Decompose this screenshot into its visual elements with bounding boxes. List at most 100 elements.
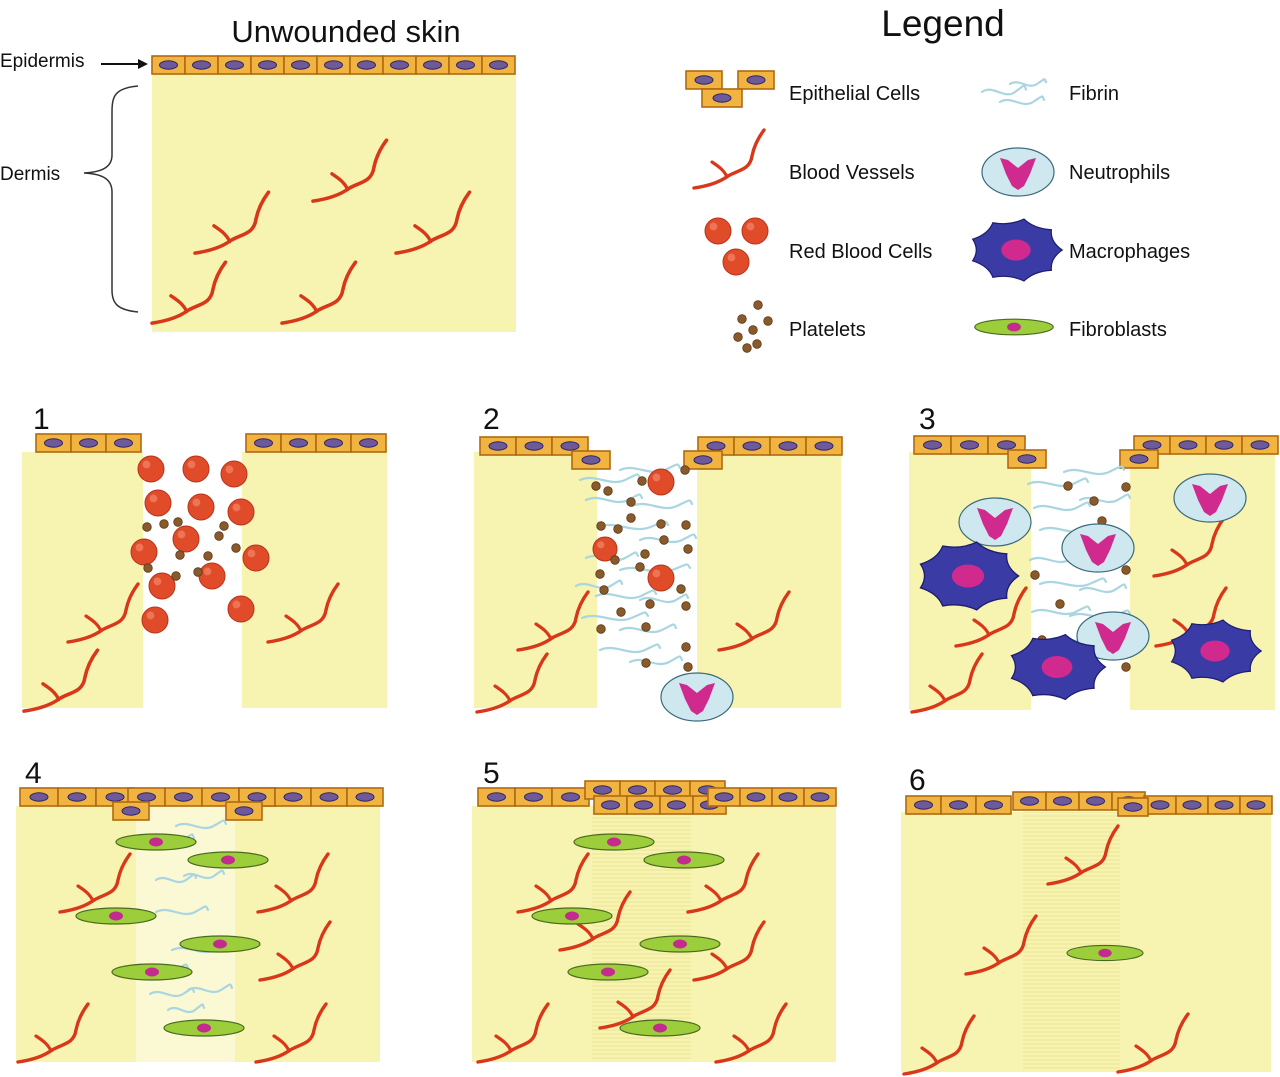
vessel-trunk <box>902 1014 976 1076</box>
platelet <box>613 524 623 534</box>
epithelial-cell-nucleus <box>628 785 647 795</box>
vessel-trunk <box>311 138 389 203</box>
epithelial-cell-row <box>112 801 150 821</box>
fibroblast <box>974 318 1054 336</box>
neutrophil-nucleus <box>679 683 715 715</box>
vessel-trunk <box>258 920 332 982</box>
epithelial-cell-row <box>685 70 723 90</box>
epithelial-cell-row <box>683 450 723 470</box>
fibroblast-nucleus <box>145 967 159 977</box>
platelet <box>591 481 601 491</box>
platelet <box>753 300 763 310</box>
neutrophil <box>1061 523 1135 573</box>
panel-number-4: 4 <box>25 757 42 790</box>
legend-label-fibrin: Fibrin <box>1069 83 1119 105</box>
epithelial-cell-nucleus <box>960 440 979 450</box>
vessel-trunk <box>254 1002 328 1064</box>
epithelial-cell-nucleus <box>1178 440 1198 450</box>
epithelial-cell-row <box>35 433 142 453</box>
epithelial-cell-nucleus <box>810 792 830 802</box>
neutrophil-nucleus <box>1192 484 1228 516</box>
fibroblast <box>573 833 655 851</box>
epithelial-cell-nucleus <box>561 792 580 802</box>
neutrophil-nucleus <box>1000 158 1036 190</box>
rbc-highlight <box>232 600 241 609</box>
epithelial-cell-nucleus <box>601 800 620 810</box>
platelet <box>681 601 691 611</box>
rbc-highlight <box>187 460 196 469</box>
macrophage <box>971 218 1064 282</box>
fibrin-strand <box>154 905 210 916</box>
epithelial-cell-row <box>701 88 743 108</box>
dermis-block <box>901 812 1023 1072</box>
epithelial-cell-nucleus <box>390 60 409 70</box>
vessel-branch <box>1170 548 1189 567</box>
vessel-branch <box>735 622 754 641</box>
rbc-body <box>187 493 215 521</box>
platelet <box>1121 482 1131 492</box>
vessel-trunk <box>1152 516 1226 578</box>
epithelial-cell-nucleus <box>105 792 125 802</box>
epithelial-cell-nucleus <box>283 792 303 802</box>
dermis-block <box>16 806 136 1062</box>
platelet <box>763 316 773 326</box>
vessel-branch <box>710 160 729 179</box>
vessel-branch <box>732 1034 751 1053</box>
vessel-branch <box>710 952 729 971</box>
neutrophil-nucleus <box>977 508 1013 540</box>
platelet <box>193 567 203 577</box>
vessel-trunk <box>714 1002 788 1064</box>
epithelial-cell-nucleus <box>1086 796 1105 806</box>
stage-panel-5: 5 <box>472 757 837 1064</box>
vessel-branch <box>212 224 232 244</box>
macrophage <box>1170 619 1263 683</box>
fibroblast-nucleus <box>1007 322 1021 332</box>
neutrophil <box>660 672 734 722</box>
neutrophil-nucleus <box>1080 534 1116 566</box>
platelet <box>203 551 213 561</box>
vessel-branch <box>84 614 103 633</box>
blood-vessel <box>964 914 1038 976</box>
epithelial-cell-nucleus <box>1182 800 1202 810</box>
platelet <box>596 624 606 634</box>
rbc-highlight <box>149 494 158 503</box>
blood-vessel <box>150 260 228 325</box>
red-blood-cell <box>592 536 618 562</box>
rbc-body <box>704 217 732 245</box>
platelet <box>603 486 613 496</box>
vessel-trunk <box>22 648 100 713</box>
rbc-body <box>220 460 248 488</box>
blood-vessel <box>475 652 549 714</box>
platelet <box>595 569 605 579</box>
epithelial-cell-row <box>697 436 843 456</box>
rbc-body <box>227 498 255 526</box>
epithelial-cell-nucleus <box>524 792 543 802</box>
legend-label-platelets: Platelets <box>789 319 866 341</box>
epithelial-cell-row <box>225 801 263 821</box>
vessel-branch <box>34 1034 53 1053</box>
epithelial-cell-nucleus <box>488 441 508 451</box>
epithelial-cell-nucleus <box>423 60 442 70</box>
blood-vessel <box>516 852 590 914</box>
platelet <box>752 339 762 349</box>
blood-vessel <box>1116 1012 1190 1074</box>
vessel-trunk <box>558 890 632 952</box>
epithelial-cell-row <box>571 450 611 470</box>
epithelial-cell-nucleus <box>174 792 193 802</box>
neutrophil <box>1173 473 1247 523</box>
blood-vessel <box>1046 824 1120 886</box>
epithelial-cell-nucleus <box>693 455 713 465</box>
platelet <box>159 519 169 529</box>
vessel-branch <box>928 684 947 703</box>
platelet <box>733 332 743 342</box>
epithelial-cell-nucleus <box>319 792 339 802</box>
blood-vessel <box>910 652 984 714</box>
vessel-branch <box>76 884 95 903</box>
fibrin-strand <box>166 1003 206 1014</box>
epithelial-cell-nucleus <box>1214 800 1234 810</box>
fibrin-icon <box>980 78 1048 106</box>
epithelial-cell-row <box>707 787 837 807</box>
rbc-highlight <box>225 465 234 474</box>
panel-number-6: 6 <box>909 764 926 797</box>
vessel-trunk <box>150 260 228 325</box>
